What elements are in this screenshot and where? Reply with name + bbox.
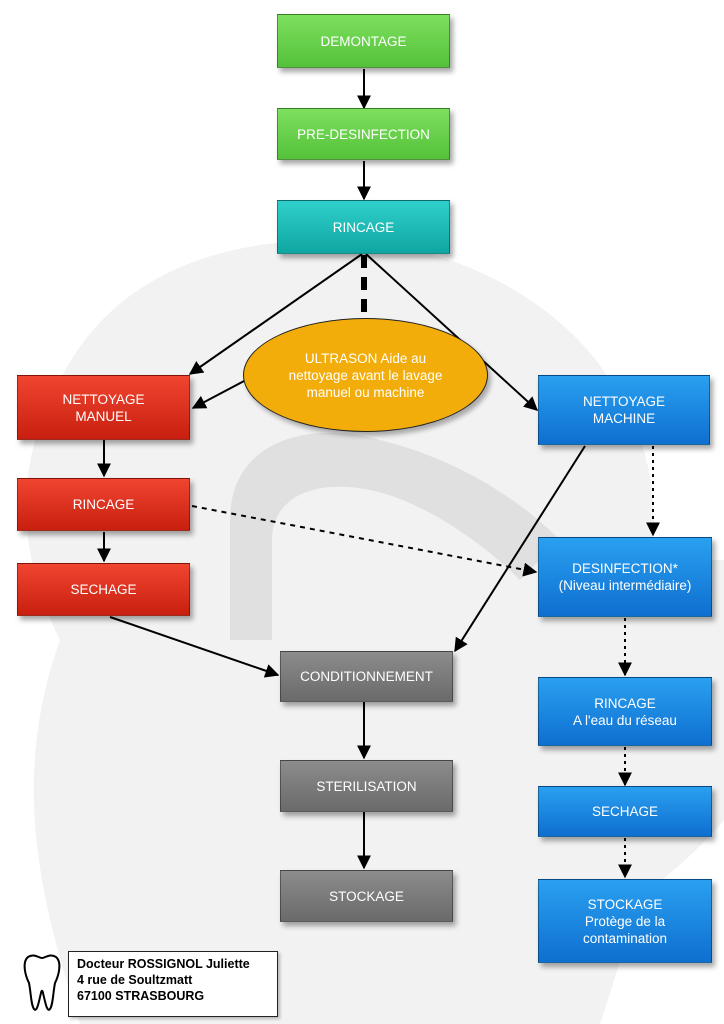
step-conditionnement: CONDITIONNEMENT [280,651,453,702]
doctor-city: 67100 STRASBOURG [77,989,205,1003]
step-sterilisation-label: STERILISATION [316,778,417,794]
step-rincage-left-label: RINCAGE [72,497,135,512]
doctor-name: Docteur ROSSIGNOL Juliette [77,957,250,971]
step-rincage-right: RINCAGE A l'eau du réseau [538,677,712,746]
step-nettoyage-machine-label: NETTOYAGE MACHINE [582,394,665,426]
step-desinfection-label: DESINFECTION* (Niveau intermédiaire) [558,561,692,593]
step-conditionnement-label: CONDITIONNEMENT [300,669,433,684]
step-sechage-right: SECHAGE [538,786,712,837]
step-sterilisation: STERILISATION [280,760,453,812]
step-stockage-center: STOCKAGE [280,870,453,922]
step-sechage-right-label: SECHAGE [591,804,659,819]
step-nettoyage-manuel: NETTOYAGE MANUEL [17,375,190,440]
address-box: Docteur ROSSIGNOL Juliette 4 rue de Soul… [68,951,278,1017]
step-rincage-top: RINCAGE [277,200,450,254]
step-nettoyage-manuel-label: NETTOYAGE MANUEL [62,391,145,424]
step-stockage-right: STOCKAGE Protège de la contamination [538,879,712,963]
tooth-icon [16,951,68,1015]
step-desinfection: DESINFECTION* (Niveau intermédiaire) [538,537,712,617]
step-stockage-center-label: STOCKAGE [329,888,404,904]
step-demontage: DEMONTAGE [277,14,450,68]
step-sechage-left-label: SECHAGE [70,582,137,597]
step-rincage-right-label: RINCAGE A l'eau du réseau [573,695,677,728]
doctor-card: Docteur ROSSIGNOL Juliette 4 rue de Soul… [16,951,278,1017]
step-ultrason: ULTRASON Aide au nettoyage avant le lava… [243,318,488,432]
step-pre-desinfection-label: PRE-DESINFECTION [297,126,430,142]
step-pre-desinfection: PRE-DESINFECTION [277,108,450,160]
step-ultrason-label: ULTRASON Aide au nettoyage avant le lava… [288,350,443,400]
step-nettoyage-machine: NETTOYAGE MACHINE [538,375,710,445]
doctor-street: 4 rue de Soultzmatt [77,973,193,987]
step-demontage-label: DEMONTAGE [320,33,407,49]
step-stockage-right-label: STOCKAGE Protège de la contamination [582,896,668,946]
step-rincage-left: RINCAGE [17,478,190,531]
step-rincage-top-label: RINCAGE [332,219,395,235]
step-sechage-left: SECHAGE [17,563,190,616]
